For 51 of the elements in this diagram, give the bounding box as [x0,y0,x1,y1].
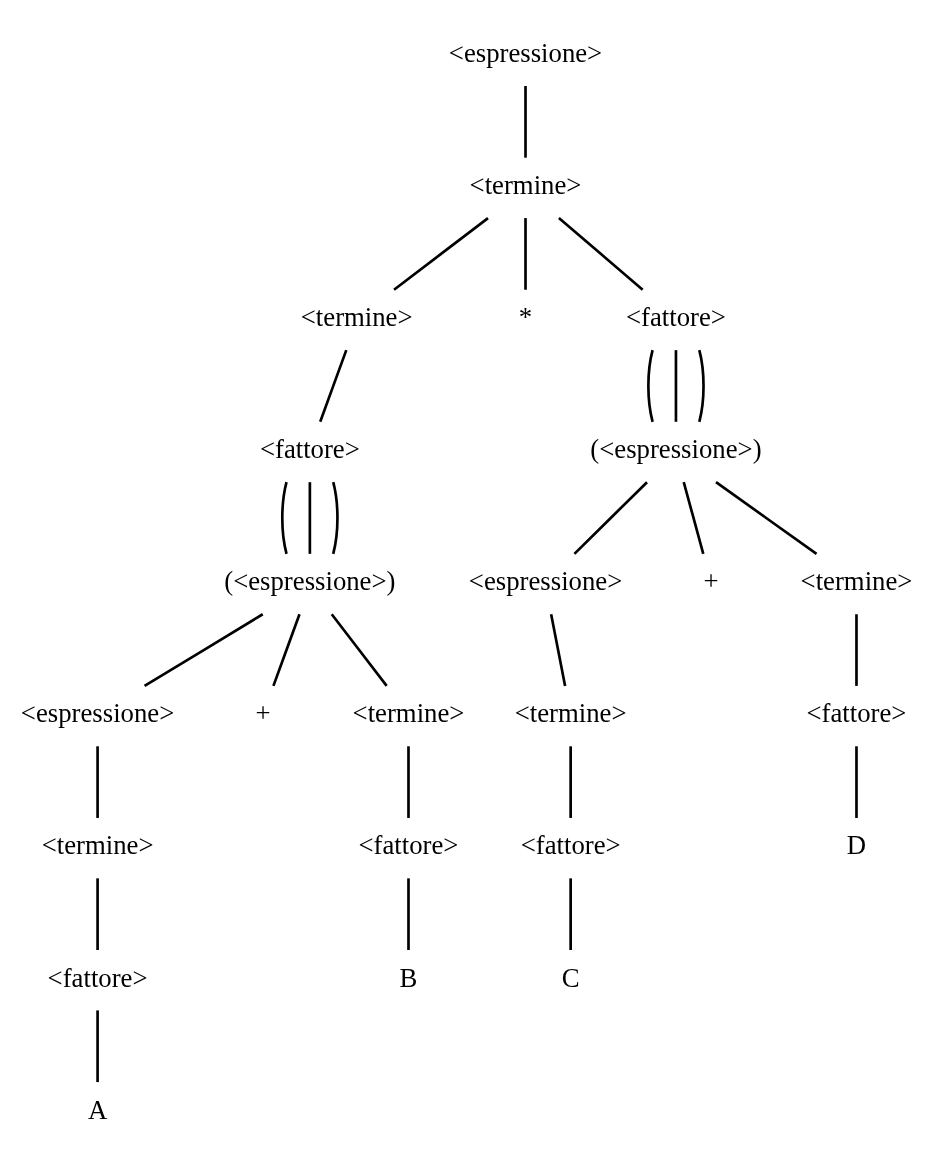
node-text: <fattore> [259,434,360,465]
connector [318,349,348,423]
connector [569,878,572,950]
node-text: D [846,830,867,861]
connector [272,613,301,687]
connector [524,86,527,158]
connector [281,481,288,555]
node-text: <termine> [352,698,465,729]
node-text: + [255,698,271,729]
connector [549,614,567,687]
node-text: (<espressione>) [590,434,762,465]
connector [524,218,527,290]
node-text: <fattore> [625,302,726,333]
connector [569,746,572,818]
connector [698,349,705,423]
node-text: <espressione> [448,38,603,69]
connector [143,613,264,688]
connector [573,481,648,555]
connector [330,613,388,687]
connector [331,481,339,555]
node-text: + [703,566,719,597]
connector [558,217,644,291]
connector [647,349,654,423]
node-text: (<espressione>) [224,566,396,597]
node-text: <fattore> [520,830,621,861]
connector [855,746,858,818]
connector [393,217,489,291]
connector [855,614,858,686]
connector [682,481,705,555]
node-text: C [561,962,580,993]
connector [674,350,678,422]
connector [96,746,99,818]
connector [715,481,818,555]
node-text: <fattore> [358,830,459,861]
connector [96,878,99,950]
node-text: <fattore> [47,962,148,993]
node-text: A [87,1094,108,1125]
node-text: B [399,962,418,993]
node-text: <espressione> [20,698,175,729]
node-text: <espressione> [468,566,623,597]
connector [96,1010,99,1083]
connector [308,482,312,554]
node-text: <termine> [469,170,582,201]
node-text: <fattore> [806,698,907,729]
node-text: <termine> [800,566,913,597]
node-text: <termine> [41,830,154,861]
node-text: <termine> [514,698,627,729]
connector [407,746,410,818]
node-text: * [518,302,533,333]
node-text: <termine> [300,302,413,333]
connector [407,878,410,950]
